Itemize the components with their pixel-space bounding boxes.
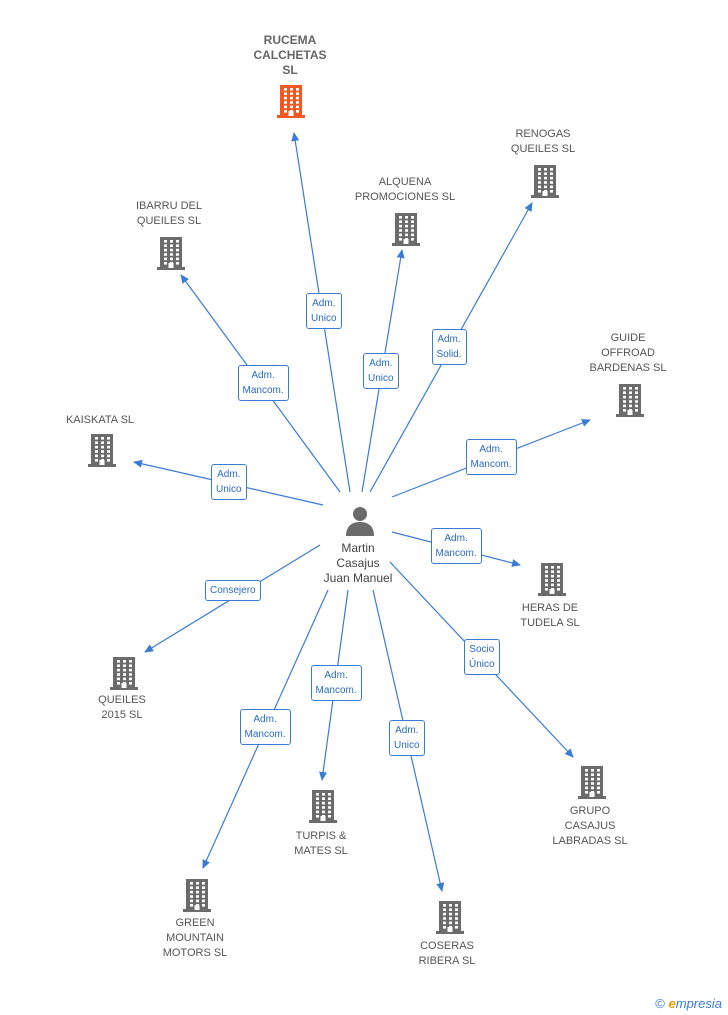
company-label-kaiskata[interactable]: KAISKATA SL — [65, 413, 135, 426]
edge-label-renogas[interactable]: Adm. Solid. — [431, 329, 467, 365]
edge-label-coseras[interactable]: Adm. Unico — [389, 720, 425, 756]
building-icon[interactable] — [537, 562, 567, 601]
edge-label-ibarru[interactable]: Adm. Mancom. — [237, 365, 289, 401]
company-label-coseras[interactable]: COSERAS RIBERA SL — [418, 940, 476, 967]
building-icon[interactable] — [530, 164, 560, 203]
building-icon[interactable] — [391, 212, 421, 251]
person-name[interactable]: Martin Casajus Juan Manuel — [323, 541, 393, 585]
building-icon[interactable] — [156, 236, 186, 275]
company-label-ibarru[interactable]: IBARRU DEL QUEILES SL — [135, 200, 203, 227]
company-label-turpis[interactable]: TURPIS & MATES SL — [294, 830, 348, 857]
building-icon[interactable] — [308, 789, 338, 828]
building-icon[interactable] — [435, 900, 465, 939]
building-icon[interactable] — [276, 84, 306, 123]
edge-label-queiles[interactable]: Consejero — [205, 579, 261, 601]
building-icon[interactable] — [87, 433, 117, 472]
company-label-rucema[interactable]: RUCEMA CALCHETAS SL — [253, 32, 327, 77]
company-label-alquena[interactable]: ALQUENA PROMOCIONES SL — [354, 176, 456, 203]
footer-brand: © empresia — [655, 996, 722, 1011]
copyright-symbol: © — [655, 996, 665, 1011]
edge-label-turpis[interactable]: Adm. Mancom. — [310, 665, 362, 701]
edge-label-rucema[interactable]: Adm. Unico — [306, 293, 342, 329]
building-icon[interactable] — [109, 656, 139, 695]
company-label-guide[interactable]: GUIDE OFFROAD BARDENAS SL — [589, 331, 667, 374]
building-icon[interactable] — [577, 765, 607, 804]
building-icon[interactable] — [182, 878, 212, 917]
edge-label-grupo[interactable]: Socio Único — [464, 639, 500, 675]
company-label-renogas[interactable]: RENOGAS QUEILES SL — [510, 128, 576, 155]
edge-label-alquena[interactable]: Adm. Unico — [363, 353, 399, 389]
building-icon[interactable] — [615, 383, 645, 422]
edge-label-heras[interactable]: Adm. Mancom. — [430, 528, 482, 564]
company-label-grupo[interactable]: GRUPO CASAJUS LABRADAS SL — [552, 804, 628, 847]
person-icon[interactable] — [344, 505, 376, 542]
brand-initial: e — [668, 996, 676, 1011]
company-label-heras[interactable]: HERAS DE TUDELA SL — [520, 602, 580, 629]
edge-label-kaiskata[interactable]: Adm. Unico — [211, 464, 247, 500]
edge-label-guide[interactable]: Adm. Mancom. — [465, 439, 517, 475]
company-label-queiles[interactable]: QUEILES 2015 SL — [98, 694, 146, 721]
company-label-green[interactable]: GREEN MOUNTAIN MOTORS SL — [162, 916, 228, 959]
edge-label-green[interactable]: Adm. Mancom. — [239, 709, 291, 745]
brand-name: mpresia — [675, 996, 722, 1011]
